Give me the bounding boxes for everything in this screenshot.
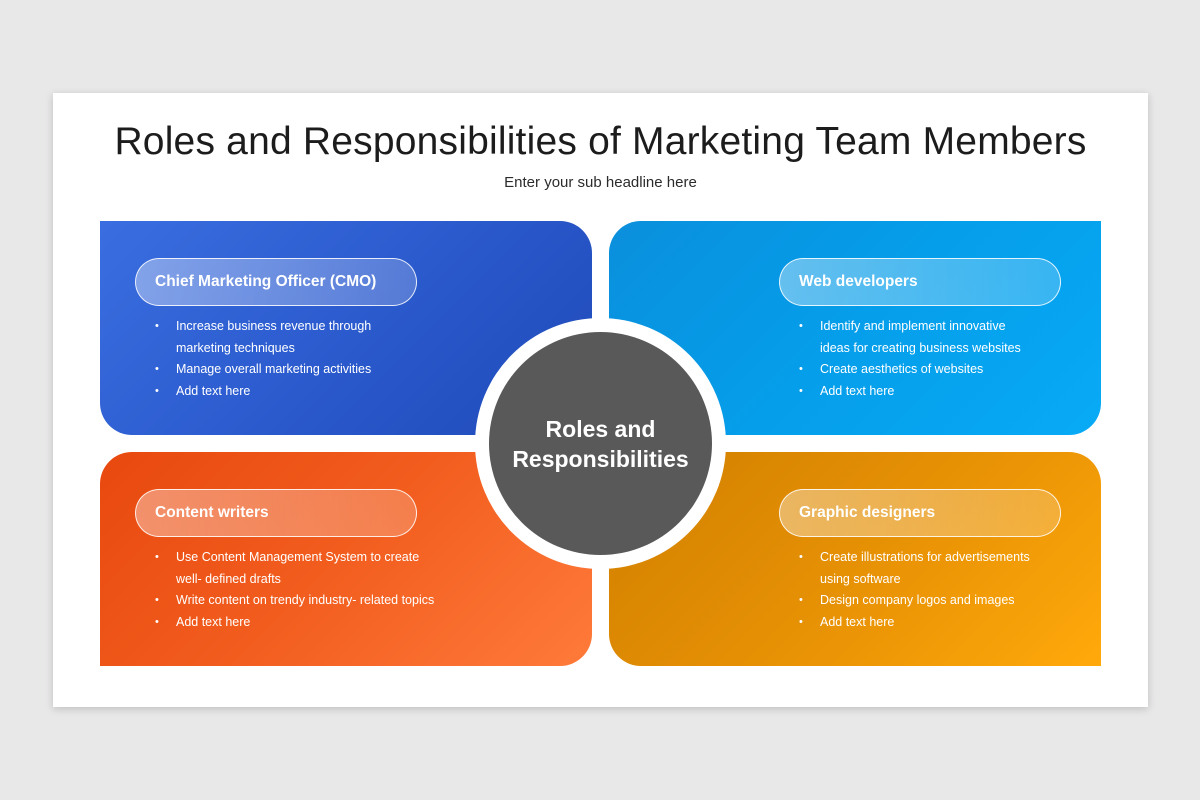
- card-cmo: Chief Marketing Officer (CMO) •Increase …: [100, 221, 592, 435]
- bullet-icon: •: [799, 320, 803, 332]
- list-item: •Manage overall marketing activities: [155, 359, 391, 381]
- page-subtitle: Enter your sub headline here: [504, 174, 697, 191]
- page-title: Roles and Responsibilities of Marketing …: [114, 120, 1087, 163]
- center-hub: Roles and Responsibilities: [489, 332, 712, 555]
- slide: Roles and Responsibilities of Marketing …: [53, 93, 1148, 707]
- card-web-developers-bullets: •Identify and implement innovative ideas…: [799, 316, 1035, 402]
- card-content-writers-bullets: •Use Content Management System to create…: [155, 547, 441, 633]
- list-item: •Use Content Management System to create…: [155, 547, 441, 590]
- list-item: •Create illustrations for advertisements…: [799, 547, 1035, 590]
- bullet-icon: •: [155, 551, 159, 563]
- card-cmo-title: Chief Marketing Officer (CMO): [135, 258, 417, 306]
- bullet-icon: •: [799, 363, 803, 375]
- bullet-icon: •: [799, 384, 803, 397]
- list-item: •Write content on trendy industry- relat…: [155, 590, 441, 612]
- bullet-icon: •: [799, 594, 803, 606]
- bullet-icon: •: [155, 320, 159, 332]
- card-content-writers-title: Content writers: [135, 489, 417, 537]
- card-graphic-designers-bullets: •Create illustrations for advertisements…: [799, 547, 1035, 633]
- bullet-icon: •: [155, 594, 159, 606]
- bullet-icon: •: [155, 363, 159, 375]
- list-item: •Add text here: [155, 381, 391, 403]
- card-graphic-designers-title: Graphic designers: [779, 489, 1061, 537]
- bullet-icon: •: [799, 551, 803, 563]
- bullet-icon: •: [799, 615, 803, 628]
- list-item: •Add text here: [155, 612, 441, 634]
- card-graphic-designers: Graphic designers •Create illustrations …: [609, 452, 1101, 666]
- list-item: •Add text here: [799, 612, 1035, 634]
- bullet-icon: •: [155, 384, 159, 397]
- list-item: •Add text here: [799, 381, 1035, 403]
- card-web-developers-title: Web developers: [779, 258, 1061, 306]
- center-hub-label: Roles and Responsibilities: [512, 415, 689, 472]
- list-item: •Design company logos and images: [799, 590, 1035, 612]
- list-item: •Identify and implement innovative ideas…: [799, 316, 1035, 359]
- list-item: •Increase business revenue through marke…: [155, 316, 391, 359]
- card-cmo-bullets: •Increase business revenue through marke…: [155, 316, 391, 402]
- list-item: •Create aesthetics of websites: [799, 359, 1035, 381]
- bullet-icon: •: [155, 615, 159, 628]
